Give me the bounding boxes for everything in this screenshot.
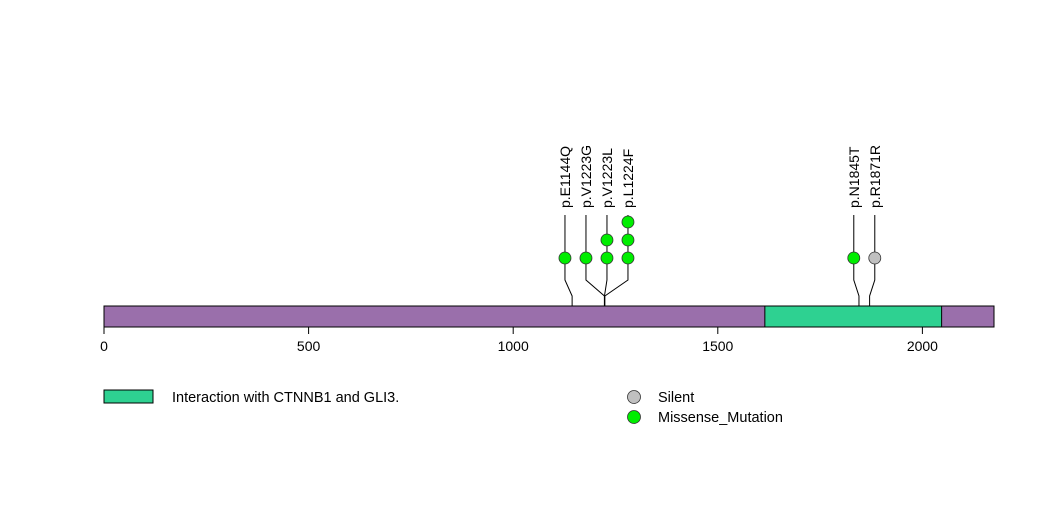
legend-mutation-marker — [627, 410, 641, 424]
mutation-label: p.R1871R — [867, 145, 883, 208]
x-tick-label-0: 0 — [100, 338, 108, 354]
mutation-marker — [621, 233, 635, 247]
mutation-markers — [558, 215, 882, 265]
mutation-label: p.L1224F — [620, 149, 636, 208]
mutation-marker — [847, 251, 861, 265]
mutation-connector — [853, 258, 860, 306]
legend-mutation-marker — [627, 390, 641, 404]
mutation-marker — [621, 251, 635, 265]
legend-mutation-label: Silent — [658, 390, 694, 406]
mutation-connector — [585, 258, 605, 306]
mutation-label: p.E1144Q — [557, 146, 573, 208]
mutation-connector — [604, 258, 629, 306]
x-tick-label-1000: 1000 — [498, 338, 529, 354]
mutation-marker — [600, 251, 614, 265]
mutation-marker — [621, 215, 635, 229]
mutation-label: p.V1223G — [578, 145, 594, 208]
mutation-marker — [579, 251, 593, 265]
legend-mutation-label: Missense_Mutation — [658, 410, 783, 426]
mutation-connector — [564, 258, 573, 306]
mutation-connector — [869, 258, 876, 306]
mutation-marker — [868, 251, 882, 265]
x-tick-label-500: 500 — [297, 338, 321, 354]
legend-domain-label: Interaction with CTNNB1 and GLI3. — [172, 390, 399, 406]
mutation-labels: p.E1144Q p.V1223G p.V1223L p.L1224F p.N1845T… — [557, 145, 883, 208]
mutation-label: p.V1223L — [599, 148, 615, 208]
x-axis: 0 500 1000 1500 2000 — [100, 327, 938, 354]
mutation-marker — [558, 251, 572, 265]
domain-bar-0 — [764, 305, 943, 328]
protein-domains — [764, 305, 943, 328]
legend-domain-swatch — [103, 389, 154, 404]
x-tick-label-2000: 2000 — [907, 338, 938, 354]
legend: Interaction with CTNNB1 and GLI3. SilentM… — [103, 389, 783, 426]
mutation-label: p.N1845T — [846, 146, 862, 208]
mutation-marker — [600, 233, 614, 247]
x-tick-label-1500: 1500 — [702, 338, 733, 354]
